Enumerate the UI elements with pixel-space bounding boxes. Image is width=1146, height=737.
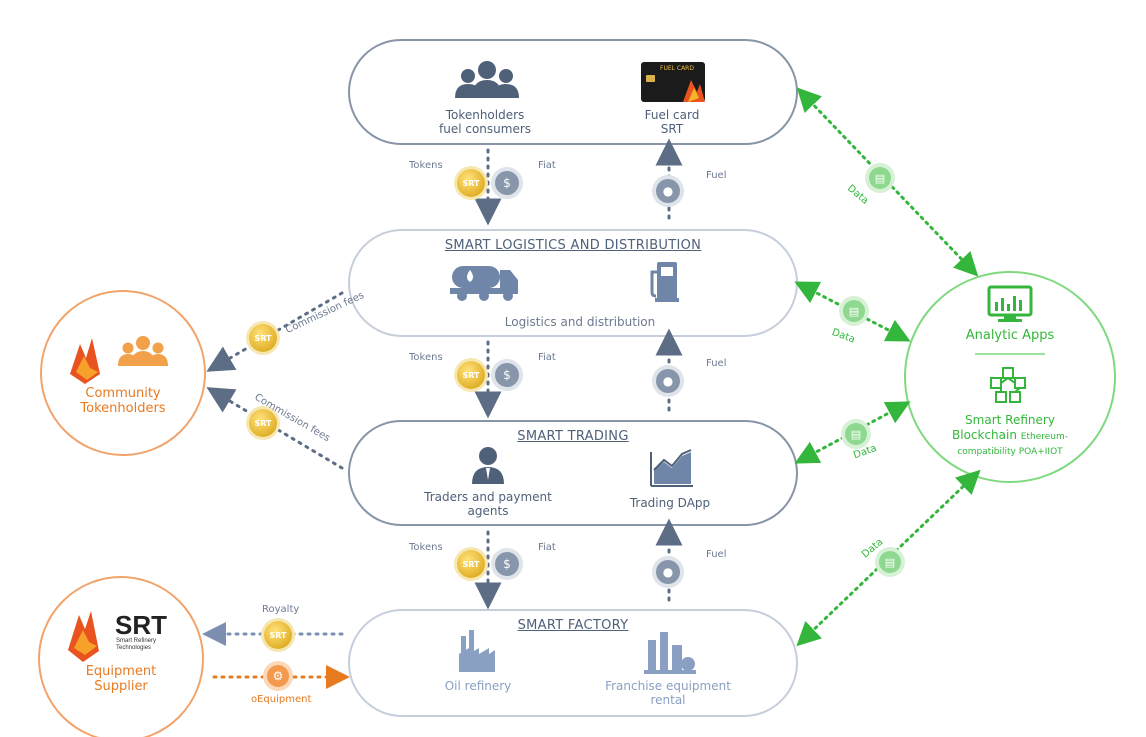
fiat-label-3: Fiat: [538, 542, 556, 553]
document-icon-4: ▤: [879, 551, 901, 573]
refinery-label: Oil refinery: [444, 679, 512, 693]
fuel-label-2: Fuel: [706, 358, 727, 369]
srt-coin-1: SRT: [457, 169, 485, 197]
tokens-label-3: Tokens: [409, 542, 443, 553]
logistics-title: SMART LOGISTICS AND DISTRIBUTION: [444, 238, 702, 253]
gear-icon: ⚙: [267, 665, 289, 687]
community-circle: [40, 290, 206, 456]
srt-coin-commission-1: SRT: [249, 324, 277, 352]
royalty-label: Royalty: [262, 604, 300, 615]
supplier-circle: [38, 576, 204, 737]
srt-coin-commission-2: SRT: [249, 409, 277, 437]
document-icon-1: ▤: [869, 167, 891, 189]
supplier-flame-icon: [68, 611, 99, 662]
drop-icon-2: ●: [656, 369, 680, 393]
community-people-icon: [118, 336, 168, 366]
logistics-caption: Logistics and distribution: [504, 315, 656, 329]
drop-icon-1: ●: [656, 179, 680, 203]
document-icon-2: ▤: [843, 300, 865, 322]
factory-icon: [459, 630, 495, 672]
dollar-icon-1: $: [495, 171, 519, 195]
people-icon: [455, 61, 519, 98]
factory-title: SMART FACTORY: [517, 618, 629, 633]
trader-icon: [472, 447, 504, 484]
trading-title: SMART TRADING: [517, 429, 629, 444]
tanker-truck-icon: [450, 266, 518, 301]
trading-chart-icon: [650, 449, 693, 487]
refinery-icon: [644, 632, 696, 674]
fiat-label-2: Fiat: [538, 352, 556, 363]
srt-coin-royalty: SRT: [264, 621, 292, 649]
fuel-label-1: Fuel: [706, 170, 727, 181]
community-flame-icon: [70, 338, 100, 384]
srt-coin-2: SRT: [457, 361, 485, 389]
tokens-label-1: Tokens: [409, 160, 443, 171]
monitor-chart-icon: [987, 285, 1033, 322]
dollar-icon-2: $: [495, 363, 519, 387]
tokens-label-2: Tokens: [409, 352, 443, 363]
fiat-label-1: Fiat: [538, 160, 556, 171]
analytic-apps-label: Analytic Apps: [965, 328, 1055, 343]
drop-icon-3: ●: [656, 560, 680, 584]
blockchain-label: Smart Refinery Blockchain Ethereum- comp…: [952, 413, 1068, 457]
fuel-card-text: FUEL CARD: [660, 65, 694, 72]
oequipment-label: oEquipment: [251, 694, 312, 705]
fuel-label-3: Fuel: [706, 549, 727, 560]
fuel-pump-icon: [650, 262, 679, 302]
dollar-icon-3: $: [495, 552, 519, 576]
srt-coin-3: SRT: [457, 550, 485, 578]
trading-dapp-label: Trading DApp: [629, 496, 711, 510]
fuel-card-icon: FUEL CARD: [641, 62, 705, 102]
document-icon-3: ▤: [845, 423, 867, 445]
supplier-logo-text: SRT: [115, 610, 167, 640]
blockchain-cubes-icon: [990, 367, 1026, 403]
